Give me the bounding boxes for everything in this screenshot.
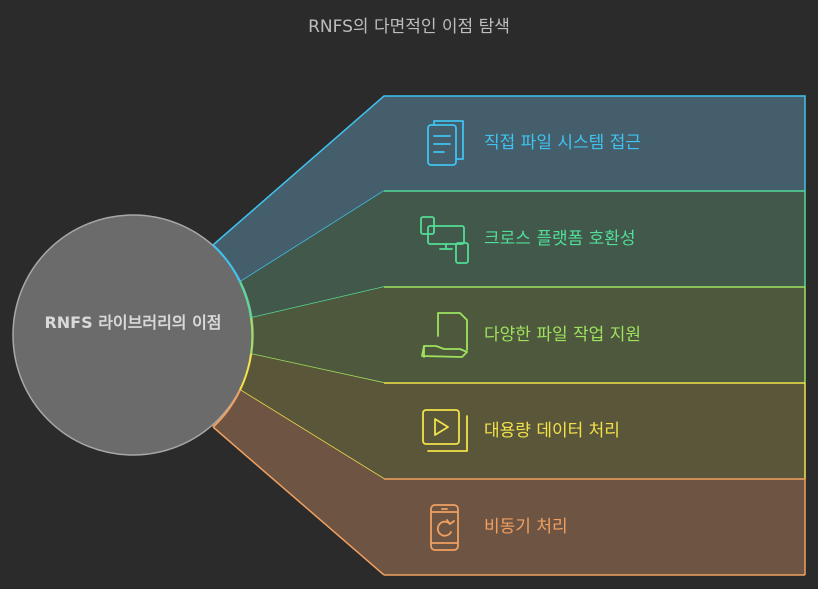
phone-refresh-icon	[430, 504, 459, 551]
item-label-cross-platform: 크로스 플랫폼 호환성	[484, 229, 636, 249]
branch-async	[212, 390, 806, 576]
hub-label: RNFS 라이브러리의 이점	[44, 313, 222, 332]
item-label-large-data: 대용량 데이터 처리	[484, 421, 620, 441]
hub-circle	[12, 214, 254, 456]
play-icon	[422, 409, 468, 452]
item-label-async: 비동기 처리	[484, 517, 568, 537]
file-hand-icon	[421, 312, 468, 358]
item-label-file-ops: 다양한 파일 작업 지원	[484, 325, 641, 345]
diagram-title: RNFS의 다면적인 이점 탐색	[308, 17, 510, 37]
item-label-direct-fs: 직접 파일 시스템 접근	[484, 133, 641, 153]
devices-icon	[420, 216, 469, 264]
document-icon	[427, 120, 464, 166]
